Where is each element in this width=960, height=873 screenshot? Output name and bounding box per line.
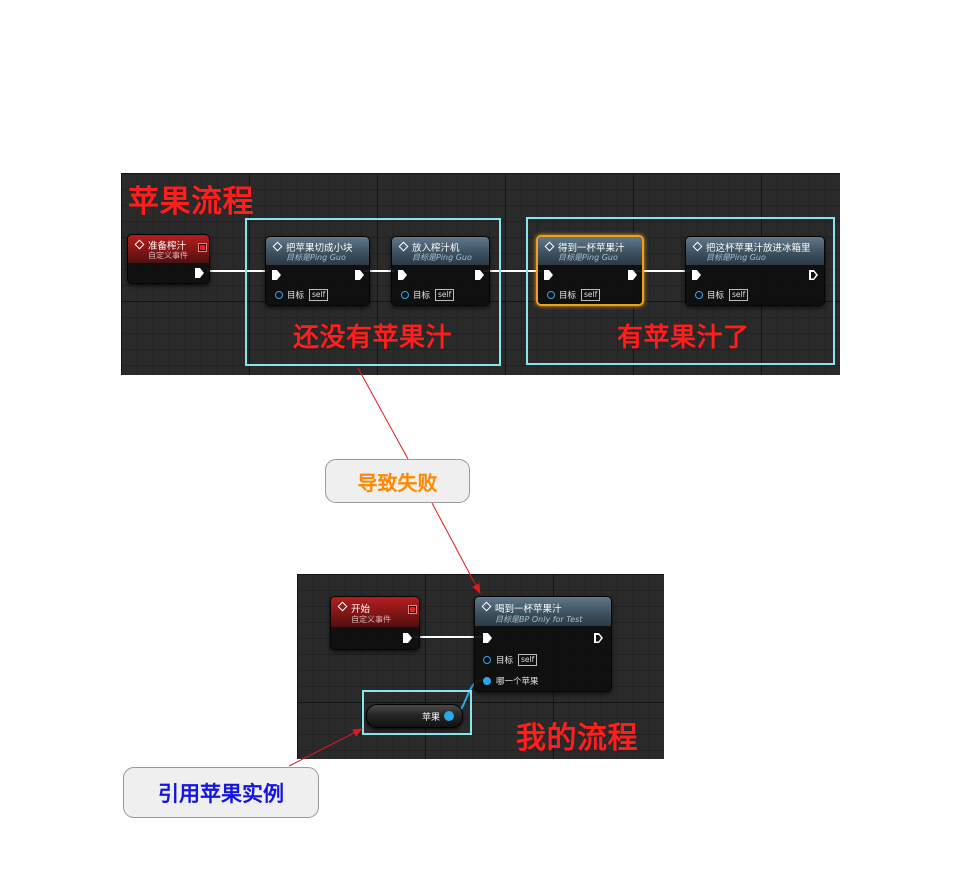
callout-text: 导致失败 xyxy=(357,470,438,495)
group-frame-before-juice: 把苹果切成小块 目标是Ping Guo 目标 self 放入榨汁机 目标是Pin… xyxy=(245,218,501,366)
exec-in-pin[interactable] xyxy=(483,633,492,643)
node-title: 喝到一杯苹果汁 xyxy=(495,604,562,615)
function-icon xyxy=(692,241,703,252)
apple-param-label: 哪一个苹果 xyxy=(496,677,539,687)
node-put-juice-in-fridge[interactable]: 把这杯苹果汁放进冰箱里 目标是Ping Guo 目标 self xyxy=(685,236,825,306)
target-row: 目标 self xyxy=(266,288,369,302)
node-subtitle: 目标是BP Only for Test xyxy=(495,615,583,624)
function-icon xyxy=(272,241,283,252)
group-label-after-juice: 有苹果汁了 xyxy=(617,323,750,353)
node-title: 得到一杯苹果汁 xyxy=(558,243,625,254)
node-header[interactable]: 喝到一杯苹果汁 目标是BP Only for Test xyxy=(475,597,611,626)
node-subtitle: 自定义事件 xyxy=(351,615,391,624)
group-frame-after-juice: 得到一杯苹果汁 目标是Ping Guo 目标 self 把这杯苹果汁放进冰箱里 … xyxy=(526,217,835,365)
node-get-apple-juice-selected[interactable]: 得到一杯苹果汁 目标是Ping Guo 目标 self xyxy=(536,235,644,306)
target-self-value[interactable]: self xyxy=(729,289,749,301)
node-subtitle: 目标是Ping Guo xyxy=(412,253,472,262)
node-header[interactable]: 开始 自定义事件 xyxy=(331,597,419,627)
target-row: 目标 self xyxy=(392,288,489,302)
target-row: 目标 self xyxy=(475,653,611,667)
exec-in-pin[interactable] xyxy=(398,270,407,280)
node-title: 把这杯苹果汁放进冰箱里 xyxy=(706,243,811,254)
arrow-group-to-failure xyxy=(357,367,409,460)
function-icon xyxy=(134,239,145,250)
function-icon xyxy=(337,601,348,612)
callout-text: 引用苹果实例 xyxy=(158,781,284,806)
node-subtitle: 自定义事件 xyxy=(148,251,188,260)
flow-title: 我的流程 xyxy=(516,721,638,756)
delegate-pin-icon[interactable] xyxy=(199,244,206,251)
node-title: 准备榨汁 xyxy=(148,241,187,252)
variable-node-apple[interactable]: 苹果 xyxy=(366,704,463,728)
exec-out-pin[interactable] xyxy=(475,270,484,280)
callout-reference-apple-instance: 引用苹果实例 xyxy=(123,767,319,818)
node-header[interactable]: 准备榨汁 自定义事件 xyxy=(128,235,209,263)
apple-param-row: 哪一个苹果 xyxy=(475,674,611,688)
target-pin[interactable] xyxy=(547,291,555,299)
callout-causes-failure: 导致失败 xyxy=(325,459,470,503)
top-graph-panel[interactable]: 苹果流程 准备榨汁 自定义事件 把苹果切成小块 目标是Ping Guo 目标 s… xyxy=(121,173,840,375)
flow-title: 苹果流程 xyxy=(128,184,254,220)
function-icon xyxy=(481,601,492,612)
exec-in-pin[interactable] xyxy=(272,270,281,280)
target-self-value[interactable]: self xyxy=(309,289,329,301)
node-subtitle: 目标是Ping Guo xyxy=(286,253,346,262)
target-label: 目标 xyxy=(707,291,725,301)
node-header[interactable]: 放入榨汁机 目标是Ping Guo xyxy=(392,237,489,265)
exec-in-pin[interactable] xyxy=(692,270,701,280)
node-header[interactable]: 把这杯苹果汁放进冰箱里 目标是Ping Guo xyxy=(686,237,824,265)
node-subtitle: 目标是Ping Guo xyxy=(558,253,618,262)
apple-param-pin[interactable] xyxy=(483,677,491,685)
exec-out-pin[interactable] xyxy=(403,633,412,643)
delegate-pin-icon[interactable] xyxy=(409,606,416,613)
node-header[interactable]: 把苹果切成小块 目标是Ping Guo xyxy=(266,237,369,265)
node-title: 放入榨汁机 xyxy=(412,243,460,254)
exec-in-pin[interactable] xyxy=(544,270,553,280)
target-self-value[interactable]: self xyxy=(518,654,538,666)
exec-out-pin[interactable] xyxy=(355,270,364,280)
target-label: 目标 xyxy=(287,291,305,301)
target-pin[interactable] xyxy=(695,291,703,299)
node-subtitle: 目标是Ping Guo xyxy=(706,253,766,262)
function-icon xyxy=(544,241,555,252)
node-title: 开始 xyxy=(351,604,371,615)
target-label: 目标 xyxy=(413,291,431,301)
target-row: 目标 self xyxy=(538,288,642,302)
event-node-prepare-juice[interactable]: 准备榨汁 自定义事件 xyxy=(127,234,210,284)
object-pin-icon[interactable] xyxy=(444,711,454,721)
variable-label: 苹果 xyxy=(421,713,440,723)
target-pin[interactable] xyxy=(275,291,283,299)
target-label: 目标 xyxy=(496,656,514,666)
node-header[interactable]: 得到一杯苹果汁 目标是Ping Guo xyxy=(538,237,642,265)
node-drink-apple-juice[interactable]: 喝到一杯苹果汁 目标是BP Only for Test 目标 self 哪一个苹… xyxy=(474,596,612,692)
function-icon xyxy=(398,241,409,252)
node-put-in-juicer[interactable]: 放入榨汁机 目标是Ping Guo 目标 self xyxy=(391,236,490,306)
exec-out-pin-unconnected[interactable] xyxy=(594,633,603,643)
target-pin[interactable] xyxy=(401,291,409,299)
target-label: 目标 xyxy=(559,291,577,301)
bottom-graph-panel[interactable]: 开始 自定义事件 喝到一杯苹果汁 目标是BP Only for Test 目标 … xyxy=(297,574,664,759)
target-pin[interactable] xyxy=(483,656,491,664)
exec-out-pin[interactable] xyxy=(628,270,637,280)
event-node-start[interactable]: 开始 自定义事件 xyxy=(330,596,420,650)
node-cut-apple[interactable]: 把苹果切成小块 目标是Ping Guo 目标 self xyxy=(265,236,370,306)
exec-out-pin[interactable] xyxy=(195,268,204,278)
exec-out-pin-unconnected[interactable] xyxy=(809,270,818,280)
target-self-value[interactable]: self xyxy=(435,289,455,301)
group-label-before-juice: 还没有苹果汁 xyxy=(293,323,453,353)
target-self-value[interactable]: self xyxy=(581,289,601,301)
target-row: 目标 self xyxy=(686,288,824,302)
variable-highlight-frame: 苹果 xyxy=(362,690,472,735)
node-title: 把苹果切成小块 xyxy=(286,243,353,254)
